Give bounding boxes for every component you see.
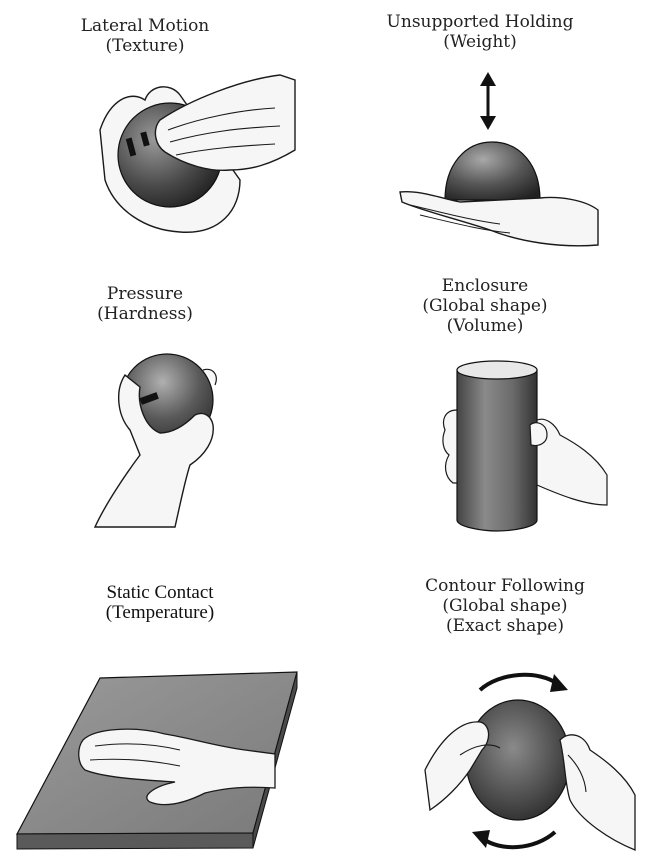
flat-hand-shape <box>400 192 598 246</box>
pressure-illustration <box>85 345 235 530</box>
static-contact-subtitle: (Temperature) <box>70 603 250 623</box>
unsupported-holding-title: Unsupported Holding <box>375 12 585 32</box>
lateral-motion-title: Lateral Motion <box>60 16 230 36</box>
lateral-motion-illustration <box>90 60 300 240</box>
cylinder-shape <box>457 370 537 531</box>
fingers-shape <box>443 410 457 483</box>
contour-following-subtitle-2: (Exact shape) <box>395 616 615 636</box>
enclosure-illustration <box>435 355 615 535</box>
contour-following-illustration <box>420 660 640 860</box>
pressure-label: Pressure (Hardness) <box>70 284 220 324</box>
contour-following-subtitle: (Global shape) <box>395 596 615 616</box>
ball-shape <box>466 700 570 820</box>
static-contact-title: Static Contact <box>70 583 250 603</box>
pressure-subtitle: (Hardness) <box>70 304 220 324</box>
unsupported-holding-label: Unsupported Holding (Weight) <box>375 12 585 52</box>
pressure-title: Pressure <box>70 284 220 304</box>
palm-hand-shape <box>537 419 607 505</box>
enclosure-subtitle-2: (Volume) <box>400 316 570 336</box>
rotate-arrow-top-icon <box>480 674 568 692</box>
rubbing-hand-shape <box>155 75 295 170</box>
lateral-motion-subtitle: (Texture) <box>60 36 230 56</box>
contour-following-title: Contour Following <box>395 576 615 596</box>
enclosure-subtitle: (Global shape) <box>400 296 570 316</box>
rotate-arrow-bottom-icon <box>472 830 555 848</box>
enclosure-label: Enclosure (Global shape) (Volume) <box>400 276 570 336</box>
static-contact-label: Static Contact (Temperature) <box>70 583 250 623</box>
static-contact-illustration <box>5 668 305 858</box>
enclosure-title: Enclosure <box>400 276 570 296</box>
lateral-motion-label: Lateral Motion (Texture) <box>60 16 230 56</box>
up-down-arrow-icon <box>480 72 496 130</box>
ball-shape <box>445 142 540 200</box>
unsupported-holding-illustration <box>400 70 600 250</box>
contour-following-label: Contour Following (Global shape) (Exact … <box>395 576 615 636</box>
unsupported-holding-subtitle: (Weight) <box>375 32 585 52</box>
right-hand-shape <box>560 735 635 850</box>
